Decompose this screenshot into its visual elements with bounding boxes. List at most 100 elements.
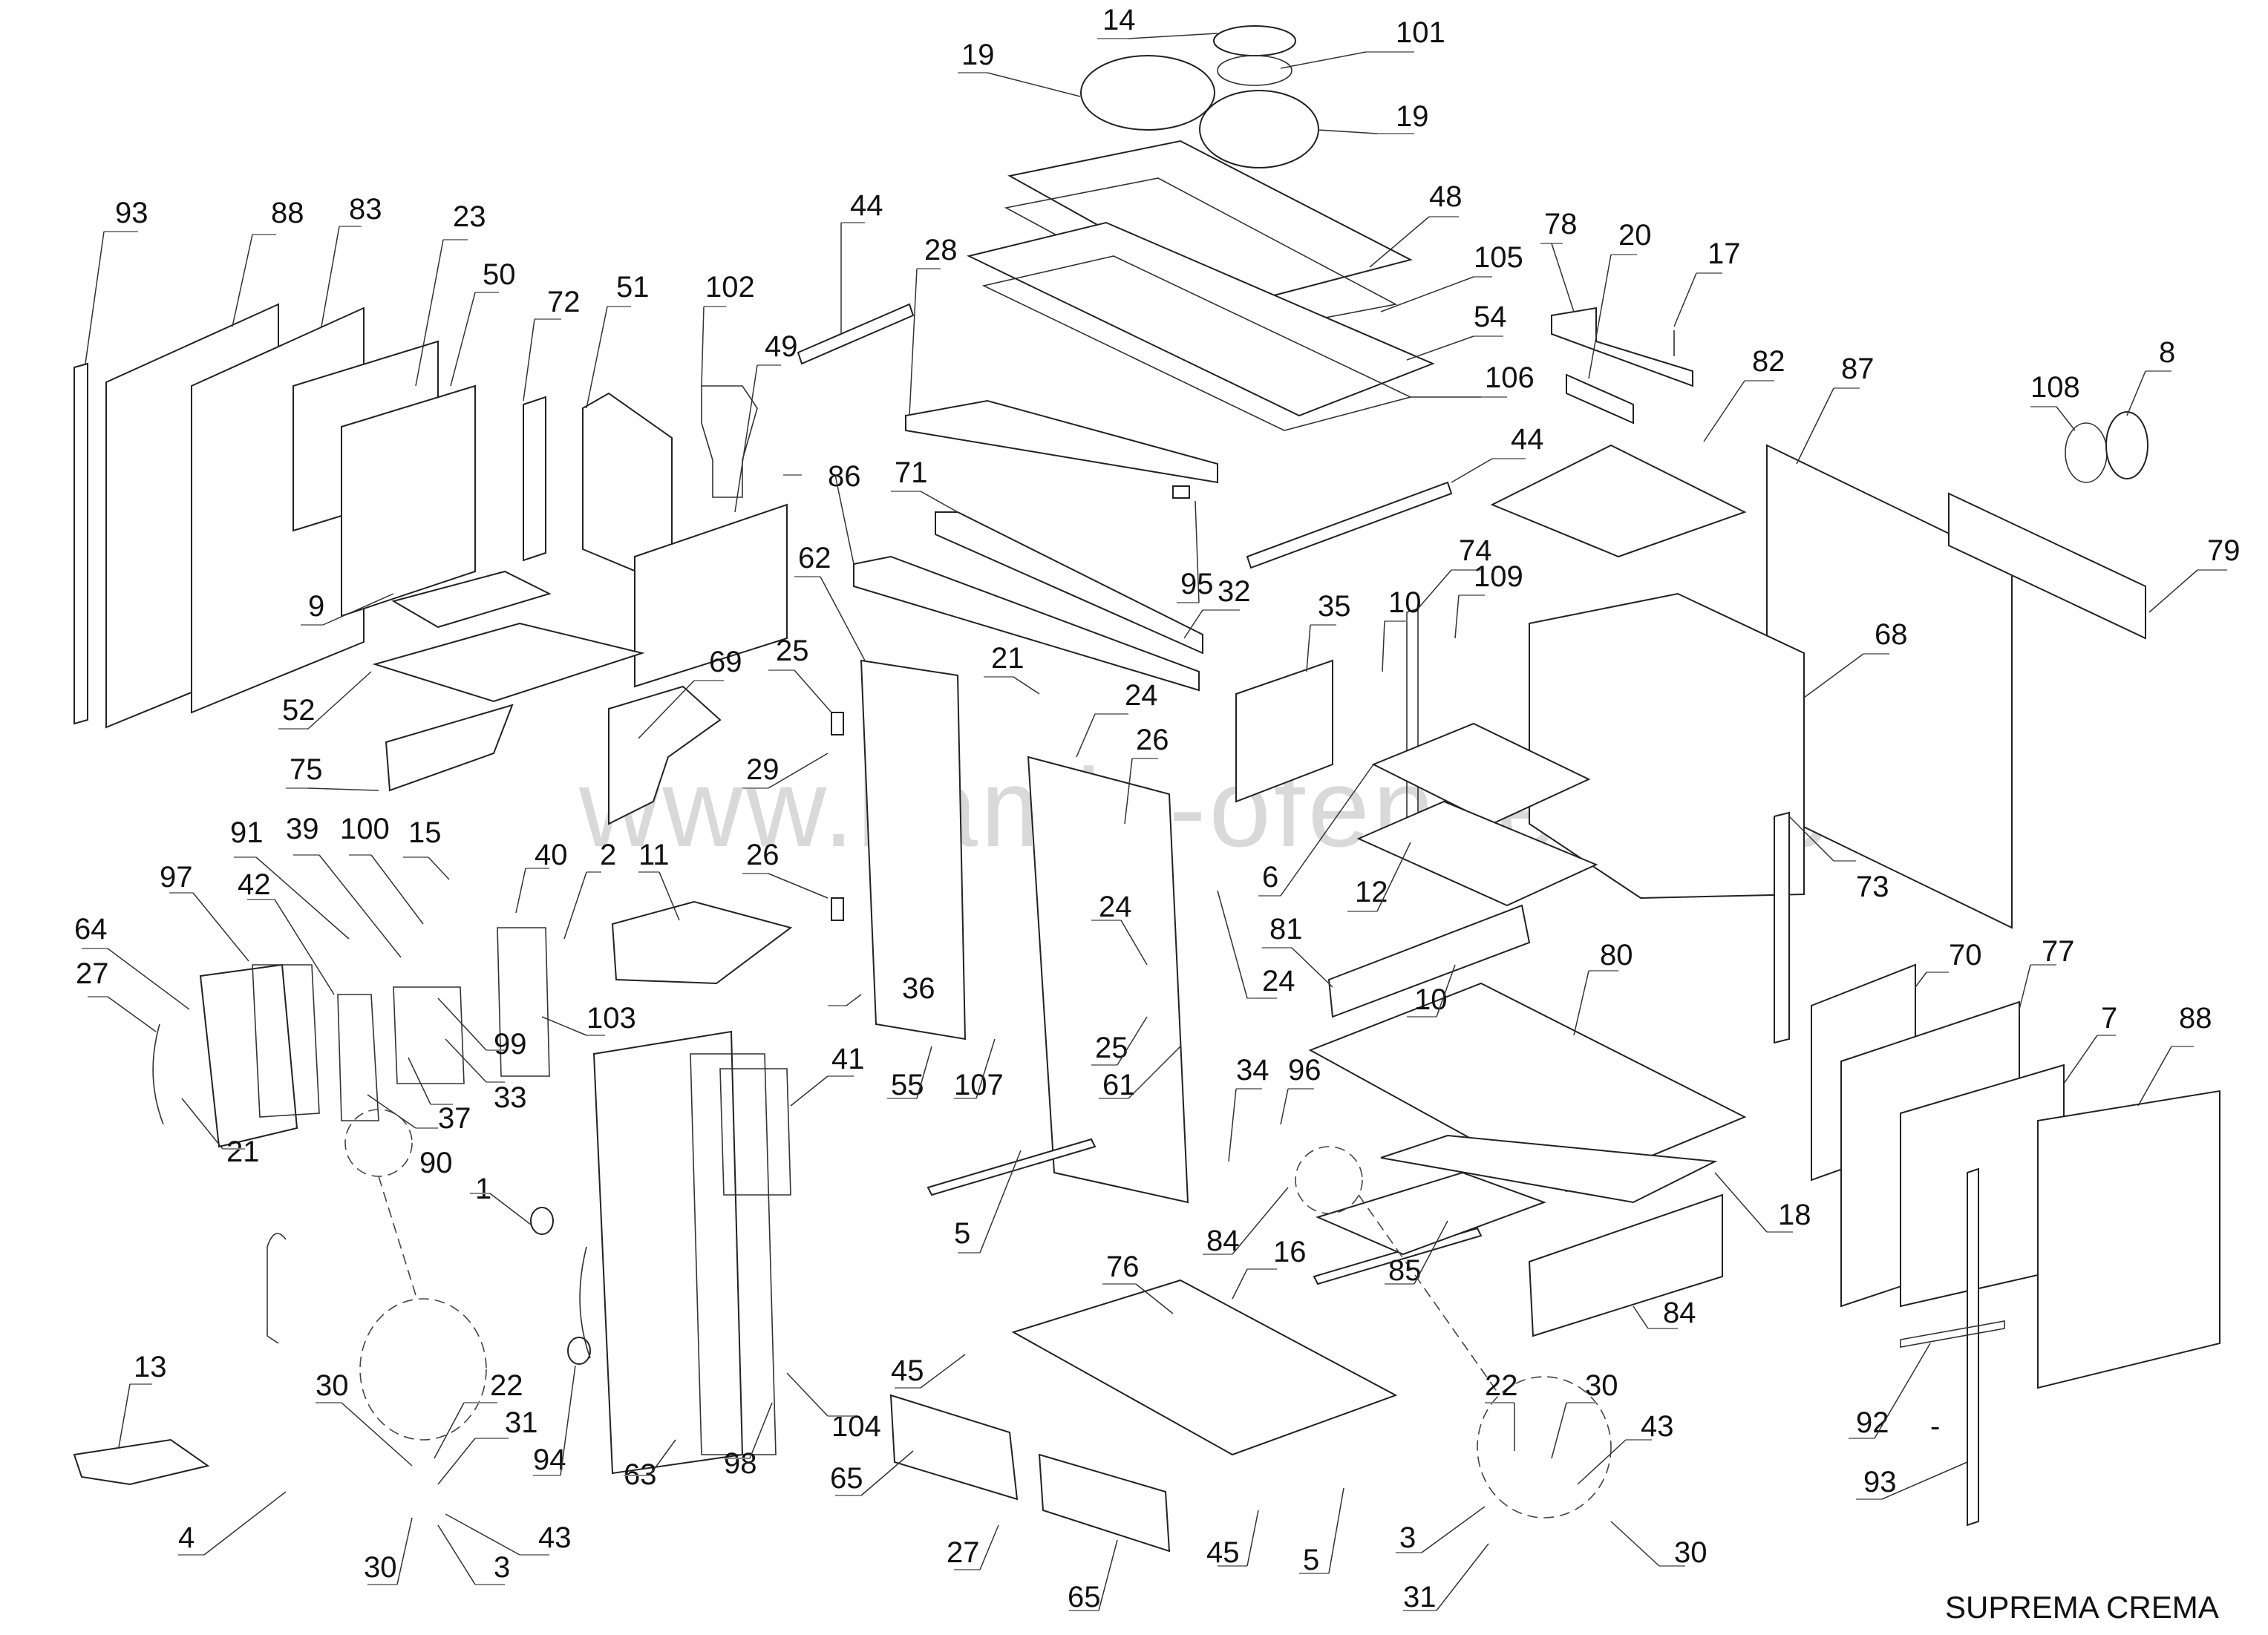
callout-27-drawer: 27 — [947, 1536, 980, 1569]
part-88-right-outer-panel — [2037, 1090, 2220, 1389]
callout-61: 61 — [1102, 1069, 1136, 1101]
part-79-bracket — [1948, 492, 2146, 640]
callout-81: 81 — [1269, 913, 1303, 946]
callout-55: 55 — [891, 1069, 924, 1101]
callout-104: 104 — [831, 1410, 881, 1443]
callout-34: 34 — [1236, 1054, 1269, 1087]
part-73-profile — [1774, 811, 1790, 1044]
part-54-frame — [967, 221, 1435, 417]
callout-26-right: 26 — [1136, 724, 1169, 756]
callout-107: 107 — [954, 1069, 1004, 1101]
callout-27-left: 27 — [76, 957, 109, 990]
part-102-baffle — [701, 385, 758, 498]
callout-30-right-bottom: 30 — [1674, 1536, 1707, 1569]
callout-93-left: 93 — [115, 197, 148, 229]
part-85-base-frame — [1316, 1171, 1546, 1256]
callout-42: 42 — [238, 868, 271, 901]
part-71-crossbar — [935, 511, 1203, 655]
callout-83: 83 — [349, 193, 382, 226]
part-26-hinge — [831, 897, 844, 921]
callout-86: 86 — [828, 460, 861, 493]
callout-19-left: 19 — [961, 39, 995, 71]
right-side-panels — [1811, 963, 2220, 1527]
callout-9: 9 — [308, 590, 324, 623]
part-19-ring-right — [1199, 90, 1319, 168]
callout-43-left: 43 — [538, 1521, 572, 1554]
part-82-oven-top — [1490, 444, 1747, 558]
part-98-glass — [690, 1053, 777, 1455]
hinge-detail-large-left — [359, 1298, 487, 1441]
cooktop-assembly — [797, 25, 1453, 569]
part-92-trim — [1900, 1320, 2005, 1348]
callout-5-left: 5 — [954, 1217, 970, 1250]
part-4-hook — [267, 1233, 287, 1344]
callout-106: 106 — [1485, 361, 1535, 394]
callout-36: 36 — [902, 972, 935, 1005]
callout-70: 70 — [1949, 939, 1982, 972]
callout-51: 51 — [616, 271, 650, 304]
rear-assembly — [1490, 307, 2148, 1044]
callout-13: 13 — [134, 1351, 167, 1383]
part-95-label — [1172, 485, 1190, 499]
callout-16: 16 — [1273, 1236, 1307, 1268]
front-frames — [831, 511, 1598, 1204]
callout-96: 96 — [1288, 1054, 1321, 1087]
part-72-corner-profile — [523, 396, 546, 562]
callout-11: 11 — [638, 839, 670, 871]
callout-101: 101 — [1396, 16, 1445, 49]
hinge-detail-small-right — [1295, 1146, 1363, 1214]
callout-31-right: 31 — [1403, 1581, 1437, 1613]
callout-30-left-top: 30 — [316, 1369, 349, 1402]
callout-95: 95 — [1180, 568, 1214, 600]
callout-71: 71 — [895, 456, 928, 489]
callout-78: 78 — [1544, 208, 1578, 240]
callout-30-left-bottom: 30 — [364, 1551, 397, 1584]
callout-22-right: 22 — [1485, 1369, 1518, 1402]
part-86-crossbar — [853, 555, 1200, 692]
part-94-badge — [567, 1337, 591, 1365]
part-75-ash-guard — [385, 704, 514, 792]
callout-75: 75 — [290, 753, 323, 786]
callout-44-right: 44 — [1511, 423, 1544, 456]
callout-3-left: 3 — [494, 1551, 510, 1584]
callout-69: 69 — [709, 646, 742, 678]
callout-30-right-top: 30 — [1585, 1369, 1618, 1402]
part-19-ring-left — [1080, 55, 1215, 131]
left-side-panels — [73, 303, 788, 825]
callout-8: 8 — [2159, 336, 2175, 369]
part-63-oven-door — [592, 1030, 744, 1475]
callout-82: 82 — [1752, 345, 1785, 378]
callout-87: 87 — [1841, 353, 1875, 385]
callout-29: 29 — [746, 753, 780, 786]
callout-25-top: 25 — [776, 635, 809, 667]
callout-6: 6 — [1262, 861, 1278, 894]
part-41-insulation — [719, 1068, 791, 1196]
callout-105: 105 — [1474, 241, 1523, 274]
callout-91: 91 — [230, 816, 264, 849]
part-61-front-frame — [1027, 756, 1189, 1204]
part-68-oven-box — [1529, 592, 1805, 900]
part-12-tray — [1356, 800, 1598, 907]
hinge-detail-link-right — [1358, 1194, 1500, 1396]
part-44-right-rail — [1246, 481, 1453, 569]
part-13-glove — [73, 1438, 210, 1486]
part-18-insulation — [1380, 1134, 1718, 1204]
callout-14: 14 — [1102, 4, 1136, 36]
callout-50: 50 — [483, 258, 516, 291]
callout-12: 12 — [1355, 876, 1388, 908]
part-52-ash-pan — [372, 622, 645, 703]
callout-74: 74 — [1459, 534, 1492, 567]
callout-62: 62 — [798, 542, 831, 574]
callout-labels: 93 88 83 23 50 72 51 102 49 44 28 19 14 … — [74, 4, 2241, 1613]
callout-48: 48 — [1429, 180, 1463, 213]
hinge-details — [344, 1109, 1612, 1518]
part-1-thermometer — [530, 1207, 554, 1235]
callout-22-left: 22 — [490, 1369, 523, 1402]
part-97-gasket — [252, 964, 320, 1118]
callout-93-right: 93 — [1863, 1466, 1897, 1498]
callout-5-right: 5 — [1303, 1544, 1319, 1576]
callout-10-top: 10 — [1388, 586, 1422, 619]
callout-35: 35 — [1318, 590, 1351, 623]
part-44-left-rail — [797, 303, 915, 365]
callout-45-right: 45 — [1206, 1536, 1240, 1569]
